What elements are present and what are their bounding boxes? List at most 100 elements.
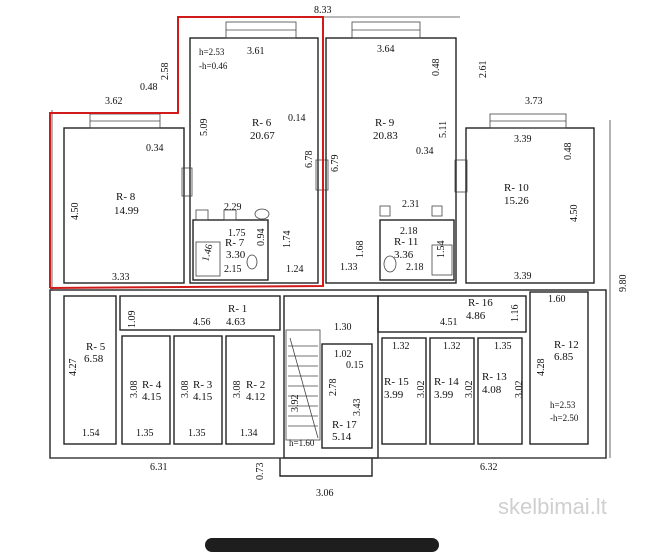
dimension-label: 3.06	[316, 488, 334, 499]
dimension-label: 1.02	[334, 349, 352, 360]
dimension-label: 1.32	[443, 341, 461, 352]
room-r11-area: 3.36	[394, 249, 414, 261]
dimension-label: 1.34	[240, 428, 258, 439]
dimension-label: 0.15	[346, 360, 364, 371]
dimension-label: 1.46	[200, 243, 215, 263]
dimension-label: 3.61	[247, 46, 265, 57]
dimension-label: 1.54	[436, 241, 447, 259]
dimension-label: 3.39	[514, 134, 532, 145]
room-r8-name: R- 8	[116, 191, 136, 203]
dimension-label: 1.60	[548, 294, 566, 305]
room-r13-name: R- 13	[482, 371, 507, 383]
room-r17-area: 5.14	[332, 431, 352, 443]
dimension-label: 3.02	[416, 381, 427, 399]
room-r5-name: R- 5	[86, 341, 106, 353]
dimension-label: 2.18	[400, 226, 418, 237]
dimension-label: 1.75	[228, 228, 246, 239]
height-notes: h=2.53 -h=0.46 h=2.53 -h=2.50 h=1.60	[199, 47, 579, 448]
dimension-label: 2.18	[406, 262, 424, 273]
dimension-label: 1.09	[127, 311, 138, 329]
dimension-label: 4.50	[569, 205, 580, 223]
room-r6-area: 20.67	[250, 130, 275, 142]
dimension-label: 3.02	[514, 381, 525, 399]
height-note: -h=2.50	[550, 413, 579, 423]
room-r15-name: R- 15	[384, 376, 409, 388]
watermark-logo: skelbimai.lt	[498, 494, 607, 519]
room-r16-area: 4.86	[466, 310, 486, 322]
room-r3-area: 4.15	[193, 391, 213, 403]
dimension-label: 1.74	[282, 231, 293, 249]
dimension-label: 1.33	[340, 262, 358, 273]
dimension-label: 6.79	[330, 155, 341, 173]
dimension-label: 1.68	[355, 241, 366, 259]
dimension-label: 4.28	[536, 359, 547, 377]
dimension-label: 1.35	[188, 428, 206, 439]
room-r13-area: 4.08	[482, 384, 502, 396]
dimension-label: 0.48	[431, 59, 442, 77]
room-r5-area: 6.58	[84, 353, 104, 365]
room-r2-area: 4.12	[246, 391, 265, 403]
room-r1-name: R- 1	[228, 303, 247, 315]
dimension-label: 0.34	[416, 146, 434, 157]
dimension-label: 1.35	[494, 341, 512, 352]
room-r14-name: R- 14	[434, 376, 459, 388]
room-r14-area: 3.99	[434, 389, 454, 401]
dimension-label: 2.31	[402, 199, 420, 210]
dimension-label: 2.61	[478, 61, 489, 79]
room-r4-name: R- 4	[142, 379, 162, 391]
dimension-label: 3.33	[112, 272, 130, 283]
dimension-label: 4.51	[440, 317, 458, 328]
dimension-label: 3.08	[232, 381, 243, 399]
dimension-label: 4.27	[68, 359, 79, 377]
dimension-label: 1.24	[286, 264, 304, 275]
dimension-label: 1.35	[136, 428, 154, 439]
dimension-label: 0.94	[256, 229, 267, 247]
dimension-label: 2.58	[160, 63, 171, 81]
room-r9-area: 20.83	[373, 130, 398, 142]
dimension-label: 3.39	[514, 271, 532, 282]
room-r4-area: 4.15	[142, 391, 162, 403]
room-r9-name: R- 9	[375, 117, 395, 129]
dimension-label: 1.16	[510, 305, 521, 323]
room-r6-name: R- 6	[252, 117, 272, 129]
dimension-label: 1.32	[392, 341, 410, 352]
dimension-label: 2.15	[224, 264, 242, 275]
dimension-label: 3.62	[105, 96, 123, 107]
dimension-label: 6.31	[150, 462, 168, 473]
walls	[49, 16, 611, 477]
room-r11-name: R- 11	[394, 236, 418, 248]
dimension-labels: 8.33 3.61 3.64 3.73 3.62 0.48 2.58 0.48 …	[68, 5, 629, 499]
height-note: h=1.60	[289, 438, 315, 448]
dimension-label: 0.14	[288, 113, 306, 124]
dimension-label: 2.29	[224, 202, 242, 213]
room-r17-name: R- 17	[332, 419, 357, 431]
height-note: -h=0.46	[199, 61, 228, 71]
height-note: h=2.53	[550, 400, 576, 410]
dimension-label: 3.08	[180, 381, 191, 399]
dimension-label: 0.48	[563, 143, 574, 161]
dimension-label: 2.78	[328, 379, 339, 397]
highlighted-apartment-outline	[49, 16, 324, 289]
room-r7-name: R- 7	[225, 237, 245, 249]
room-r10-name: R- 10	[504, 182, 529, 194]
dimension-label: 4.50	[70, 203, 81, 221]
fixtures	[195, 205, 453, 277]
dimension-label: 8.33	[314, 5, 332, 16]
height-note: h=2.53	[199, 47, 225, 57]
dimension-label: 3.92	[290, 395, 301, 413]
dimension-label: 9.80	[618, 275, 629, 293]
room-r3-name: R- 3	[193, 379, 213, 391]
dimension-label: 5.11	[438, 121, 449, 138]
dimension-label: 6.78	[304, 151, 315, 169]
room-r12-area: 6.85	[554, 351, 574, 363]
room-r16-name: R- 16	[468, 297, 493, 309]
dimension-label: 3.08	[129, 381, 140, 399]
room-r7-area: 3.30	[226, 249, 246, 261]
room-r1-area: 4.63	[226, 316, 246, 328]
room-r12-name: R- 12	[554, 339, 579, 351]
room-labels: R- 8 14.99 R- 6 20.67 R- 7 3.30 R- 9 20.…	[84, 117, 579, 443]
dimension-label: 0.48	[140, 82, 158, 93]
room-r10-area: 15.26	[504, 195, 529, 207]
dimension-label: 3.73	[525, 96, 543, 107]
